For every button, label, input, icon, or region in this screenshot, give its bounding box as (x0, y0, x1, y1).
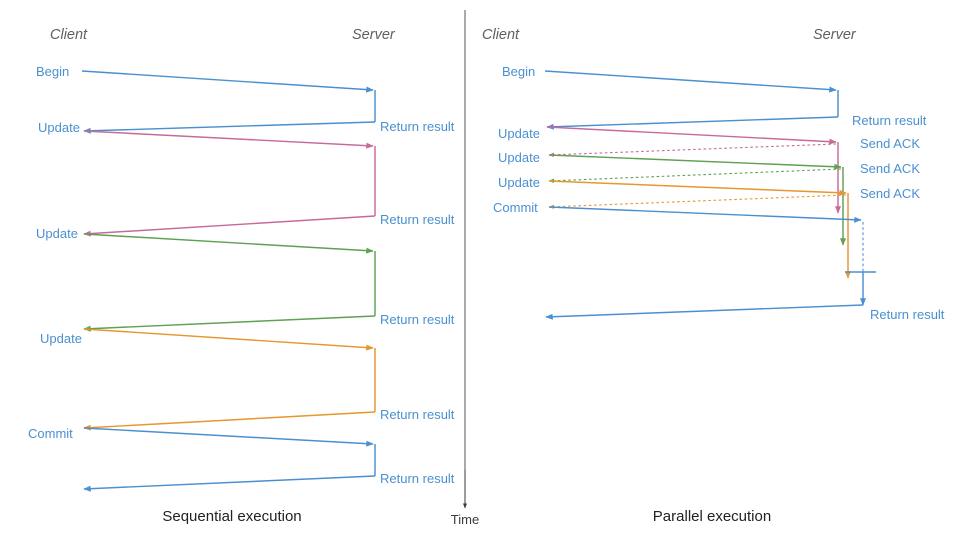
flow-parallel-begin-response (546, 116, 839, 130)
time-axis-label: Time (451, 512, 479, 527)
server-message-label-parallel-0: Return result (852, 113, 927, 128)
flow-sequential-update2-response (83, 315, 376, 332)
panel-caption-sequential: Sequential execution (162, 508, 301, 525)
client-message-label-sequential-4: Commit (28, 426, 73, 441)
client-message-label-parallel-3: Update (498, 175, 540, 190)
flow-sequential-begin-request (81, 70, 374, 93)
lane-header-server: Server (352, 27, 396, 43)
flow-parallel-update1-request (546, 126, 837, 145)
panel-caption-parallel: Parallel execution (653, 508, 771, 525)
lane-header-client: Client (482, 27, 520, 43)
flow-parallel-begin-request (544, 70, 837, 93)
flow-parallel-update2-ack (548, 168, 842, 184)
flow-parallel-update3-request (548, 180, 847, 196)
server-message-label-parallel-3: Send ACK (860, 186, 920, 201)
client-message-label-sequential-1: Update (38, 120, 80, 135)
server-message-label-sequential-3: Return result (380, 407, 455, 422)
flow-sequential-update1-request (83, 130, 374, 149)
client-message-label-parallel-1: Update (498, 126, 540, 141)
flow-sequential-update1-response (83, 215, 376, 237)
lane-header-client: Client (50, 27, 88, 43)
client-message-label-sequential-3: Update (40, 331, 82, 346)
server-message-label-sequential-1: Return result (380, 212, 455, 227)
flow-parallel-commit-response (545, 304, 864, 320)
flow-sequential-commit-response (83, 475, 376, 492)
flow-parallel-commit-request (548, 206, 862, 223)
client-message-label-parallel-0: Begin (502, 64, 535, 79)
server-message-label-parallel-4: Return result (870, 307, 945, 322)
client-message-label-parallel-2: Update (498, 150, 540, 165)
client-message-label-parallel-4: Commit (493, 200, 538, 215)
flow-sequential-update3-response (83, 411, 376, 431)
server-message-label-sequential-4: Return result (380, 471, 455, 486)
flow-sequential-update3-request (83, 328, 374, 351)
client-message-label-sequential-0: Begin (36, 64, 69, 79)
server-message-label-parallel-1: Send ACK (860, 136, 920, 151)
flow-parallel-update1-ack (548, 143, 837, 158)
flow-sequential-update2-request (83, 233, 374, 254)
server-message-label-parallel-2: Send ACK (860, 161, 920, 176)
time-axis: Time (451, 470, 479, 527)
client-message-label-sequential-2: Update (36, 226, 78, 241)
flow-sequential-begin-response (83, 121, 376, 134)
server-message-label-sequential-2: Return result (380, 312, 455, 327)
flow-parallel-update3-ack (548, 194, 847, 210)
flow-parallel-update2-request (548, 154, 842, 170)
flow-sequential-commit-request (83, 427, 374, 447)
lane-header-server: Server (813, 27, 857, 43)
server-message-label-sequential-0: Return result (380, 119, 455, 134)
